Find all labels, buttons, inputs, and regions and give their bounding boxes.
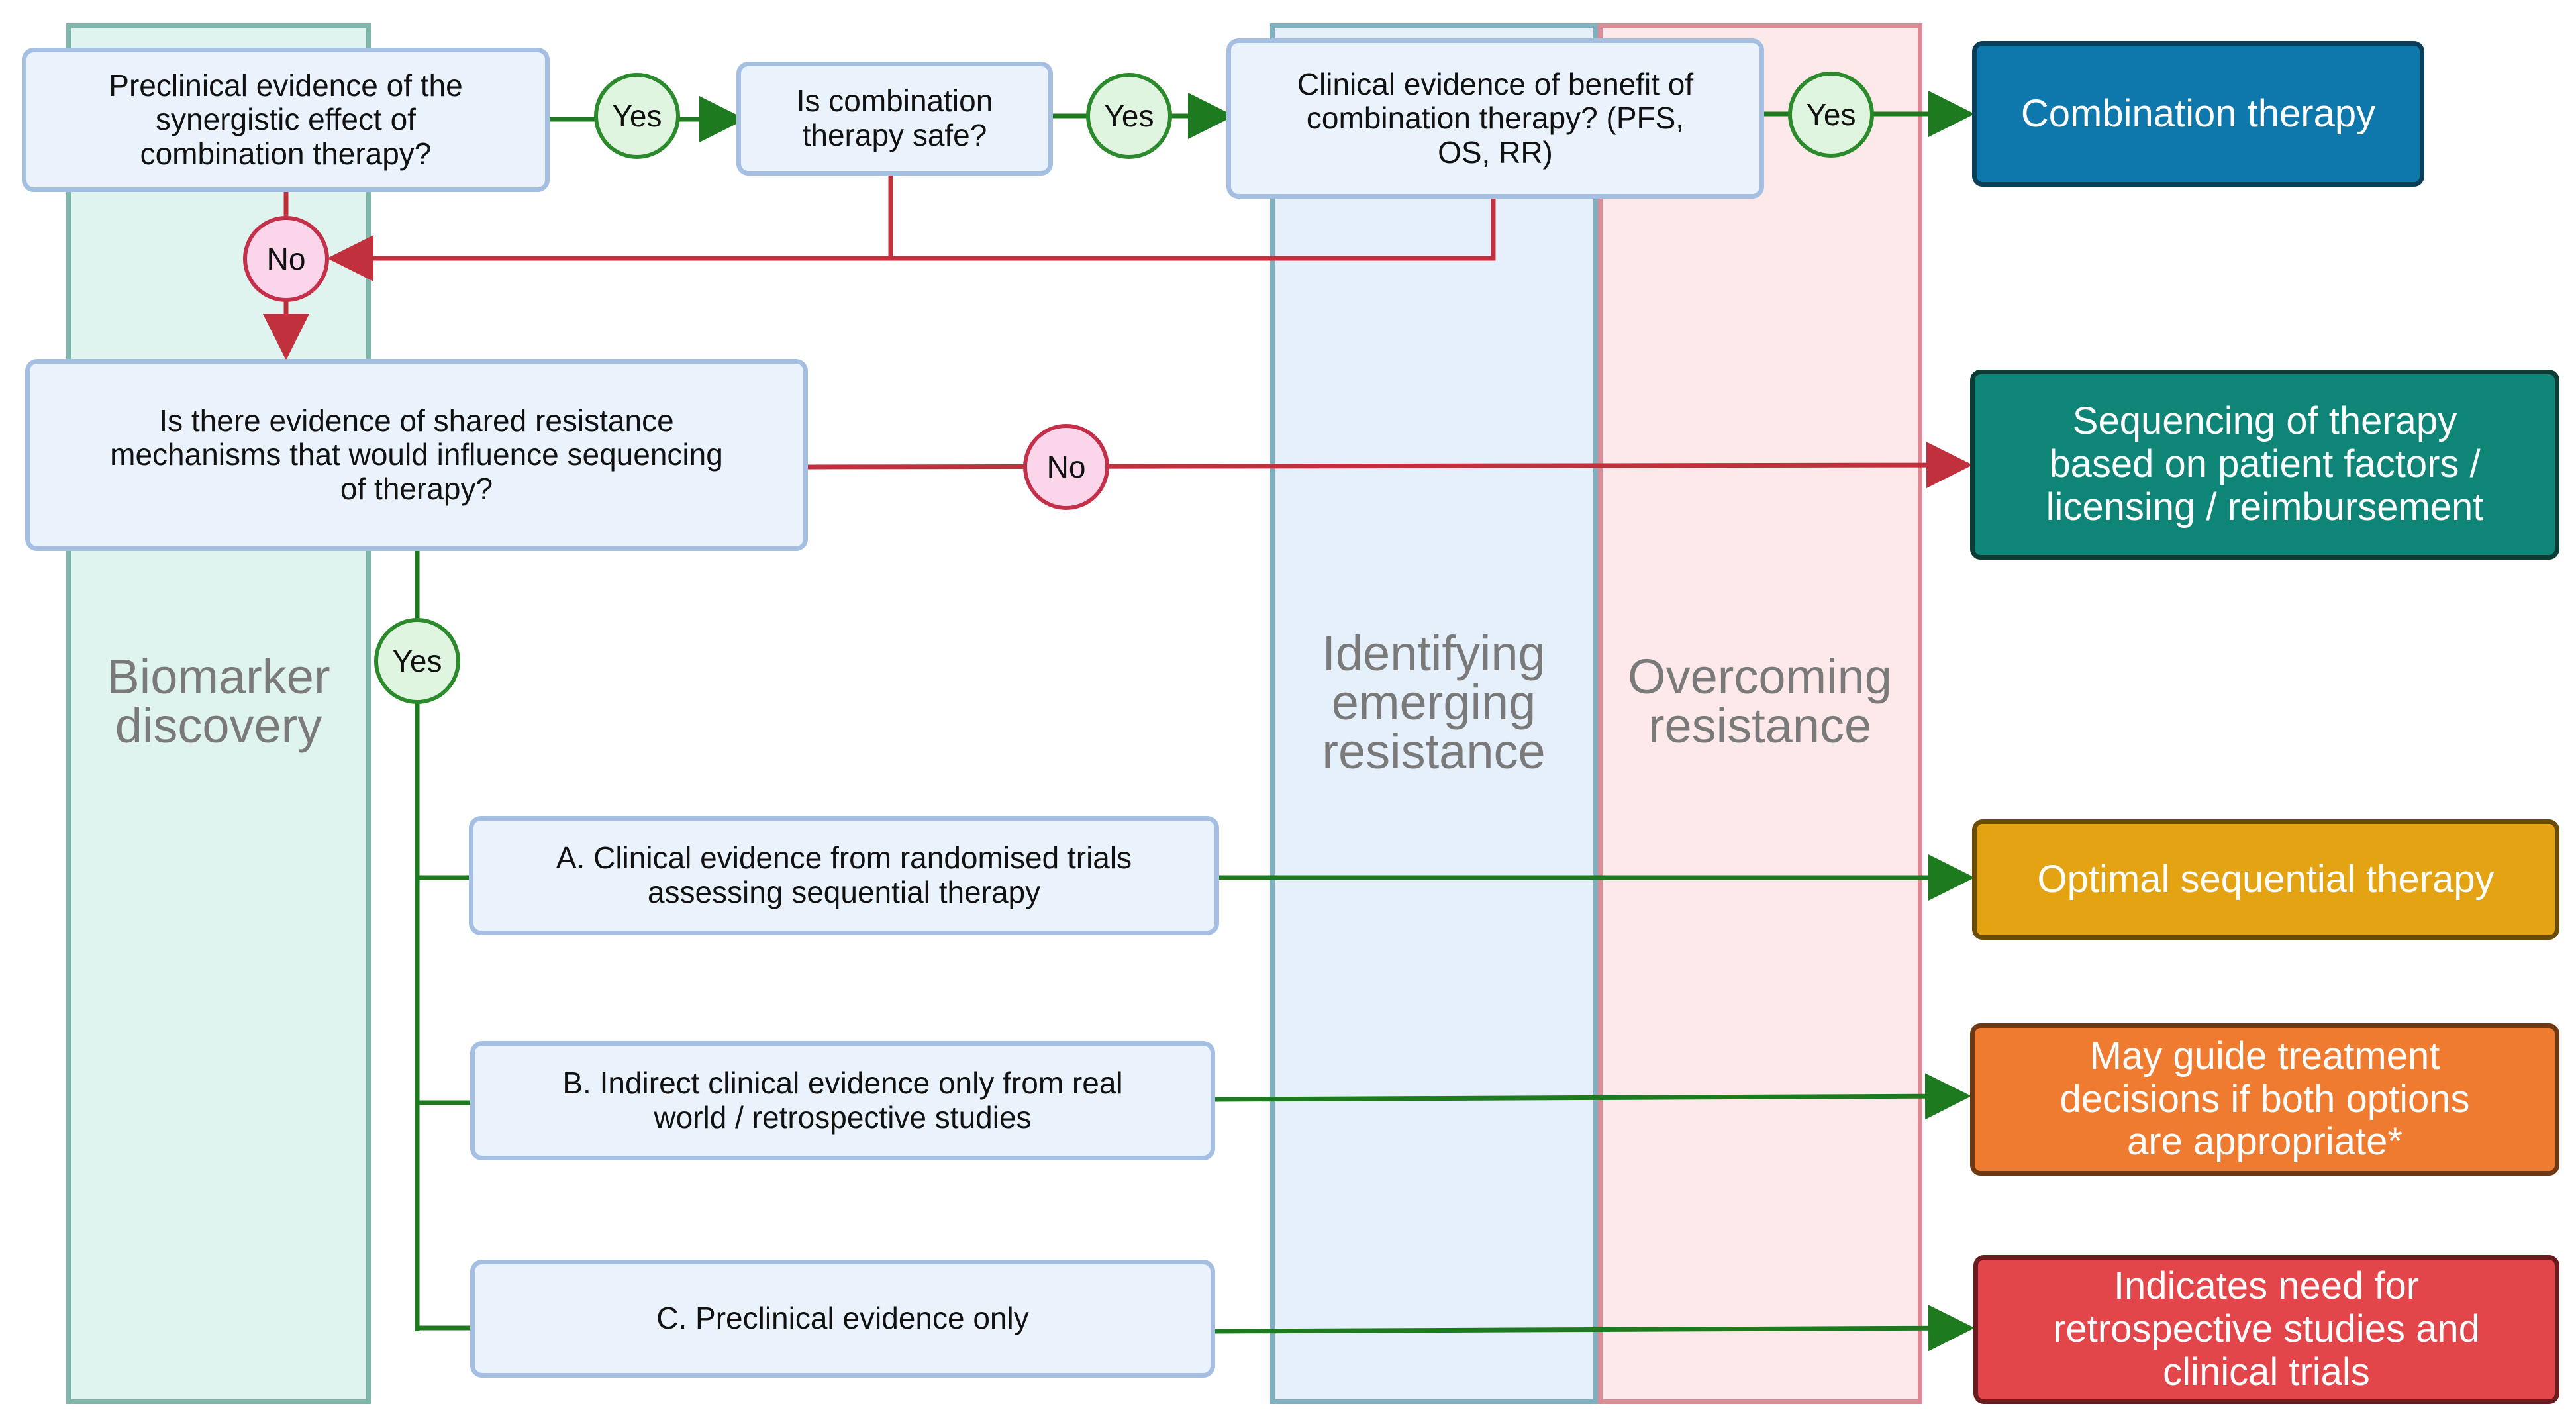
outcome-line: decisions if both options [2059, 1077, 2470, 1121]
label-line: resistance [1322, 724, 1546, 779]
option-c-box: C. Preclinical evidence only [470, 1260, 1215, 1378]
label-line: discovery [115, 698, 322, 753]
outcome-line: are appropriate* [2127, 1120, 2403, 1164]
option-a-box: A. Clinical evidence from randomised tri… [469, 816, 1219, 935]
box-line: of therapy? [340, 471, 493, 506]
outcome-line: licensing / reimbursement [2046, 485, 2484, 529]
yes-circle-3: Yes [1788, 72, 1874, 158]
yes-circle-1: Yes [594, 73, 680, 159]
no-connector-clinical [327, 199, 1496, 281]
outcome-line: Optimal sequential therapy [2037, 857, 2495, 901]
box-line: world / retrospective studies [654, 1100, 1032, 1135]
outcome-sequencing-factors: Sequencing of therapy based on patient f… [1970, 370, 2559, 560]
outcome-line: Indicates need for [2113, 1264, 2420, 1308]
box-line: B. Indirect clinical evidence only from … [562, 1066, 1123, 1101]
label-line: emerging [1331, 675, 1536, 730]
box-line: Is combination [796, 83, 993, 119]
outcome-combination-therapy: Combination therapy [1972, 41, 2424, 187]
box-line: combination therapy? [140, 136, 432, 171]
box-line: mechanisms that would influence sequenci… [110, 437, 723, 472]
outcome-guide-decisions: May guide treatment decisions if both op… [1970, 1023, 2559, 1176]
outcome-line: Sequencing of therapy [2072, 399, 2457, 443]
outcome-line: May guide treatment [2089, 1034, 2440, 1078]
no-circle-1: No [243, 216, 329, 302]
box-line: combination therapy? (PFS, [1306, 101, 1685, 136]
box-line: OS, RR) [1438, 134, 1553, 170]
label-line: Biomarker [107, 649, 330, 704]
no-circle-2: No [1023, 424, 1109, 510]
outcome-line: based on patient factors / [2049, 442, 2481, 486]
arrow-b [1214, 1073, 1971, 1120]
outcome-need-trials: Indicates need for retrospective studies… [1973, 1255, 2559, 1404]
box-line: Preclinical evidence of the [109, 68, 463, 103]
yes-circle-4: Yes [374, 618, 460, 704]
option-b-box: B. Indirect clinical evidence only from … [470, 1041, 1215, 1160]
shared-resistance-box: Is there evidence of shared resistance m… [25, 359, 808, 551]
label-line: Overcoming [1628, 649, 1892, 704]
combination-safe-box: Is combination therapy safe? [736, 62, 1053, 176]
box-line: therapy safe? [802, 118, 987, 152]
biomarker-discovery-label: Biomarker discovery [73, 652, 364, 750]
yes-circle-2: Yes [1086, 73, 1172, 159]
outcome-line: Combination therapy [2020, 91, 2376, 135]
no-connector-shared [807, 442, 1973, 489]
clinical-benefit-box: Clinical evidence of benefit of combinat… [1226, 38, 1764, 199]
box-line: A. Clinical evidence from randomised tri… [556, 840, 1132, 876]
box-line: Clinical evidence of benefit of [1297, 66, 1694, 101]
label-line: resistance [1648, 698, 1872, 753]
label-line: Identifying [1322, 626, 1546, 681]
box-line: synergistic effect of [156, 102, 416, 137]
box-line: C. Preclinical evidence only [656, 1301, 1029, 1336]
emerging-resistance-column [1270, 23, 1598, 1404]
outcome-line: clinical trials [2163, 1350, 2370, 1393]
arrow-c [1214, 1305, 1975, 1352]
emerging-resistance-label: Identifying emerging resistance [1275, 629, 1593, 776]
box-line: Is there evidence of shared resistance [159, 403, 674, 438]
overcoming-resistance-label: Overcoming resistance [1603, 652, 1917, 750]
preclinical-synergy-box: Preclinical evidence of the synergistic … [22, 48, 550, 192]
outcome-line: retrospective studies and [2053, 1307, 2480, 1351]
box-line: assessing sequential therapy [647, 875, 1041, 909]
outcome-optimal-sequential: Optimal sequential therapy [1972, 819, 2559, 940]
overcoming-resistance-column [1598, 23, 1922, 1404]
